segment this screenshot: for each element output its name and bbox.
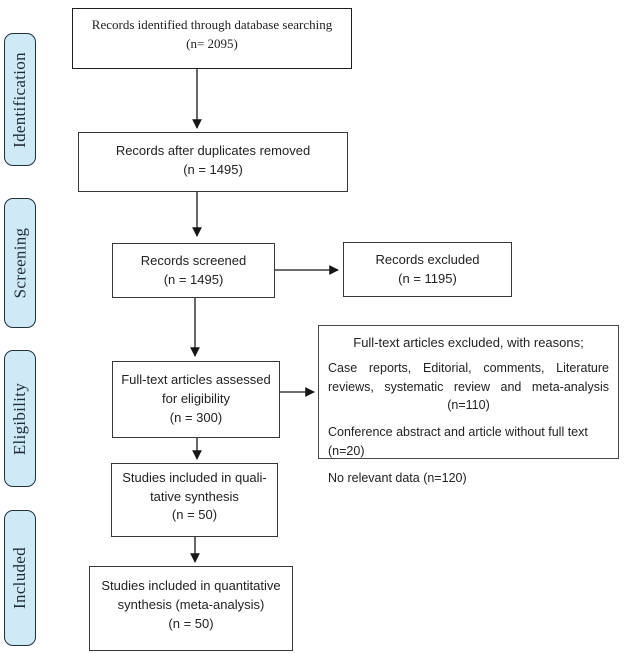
- box-fulltext-assessed: Full-text articles assessed for eligibil…: [112, 361, 280, 438]
- box-records-identified-text: Records identified through database sear…: [91, 17, 333, 32]
- stage-label-included: Included: [10, 547, 29, 609]
- box-qualitative-synthesis: Studies included in quali- tative synthe…: [111, 463, 278, 537]
- exclusion-reason-3: No relevant data (n=120): [328, 470, 467, 485]
- box-fulltext-assessed-line1: Full-text articles assessed: [121, 372, 271, 388]
- stage-tab-eligibility: Eligibility: [4, 350, 36, 487]
- box-records-identified: Records identified through database sear…: [72, 8, 352, 69]
- stage-tab-identification: Identification: [4, 33, 36, 166]
- box-records-screened-text: Records screened: [140, 252, 247, 268]
- box-records-excluded-n: (n = 1195): [398, 270, 457, 286]
- stage-label-screening: Screening: [10, 227, 29, 299]
- box-records-screened-n: (n = 1495): [163, 271, 224, 287]
- box-qualitative-n: (n = 50): [171, 507, 218, 523]
- box-records-excluded-text: Records excluded: [375, 251, 480, 267]
- stage-label-identification: Identification: [10, 51, 29, 148]
- box-fulltext-assessed-line2: for eligibility: [162, 391, 230, 407]
- box-quantitative-line2: synthesis (meta-analysis): [117, 596, 265, 612]
- box-records-screened: Records screened (n = 1495): [112, 243, 275, 298]
- stage-tab-screening: Screening: [4, 198, 36, 328]
- box-fulltext-assessed-n: (n = 300): [169, 409, 223, 425]
- stage-label-eligibility: Eligibility: [10, 382, 29, 455]
- stage-tab-included: Included: [4, 510, 36, 646]
- exclusion-reason-2: Conference abstract and article without …: [328, 425, 588, 458]
- box-qualitative-line1: Studies included in quali-: [122, 469, 267, 485]
- box-qualitative-line2: tative synthesis: [150, 488, 239, 504]
- box-fulltext-excluded-reasons: Full-text articles excluded, with reason…: [318, 325, 619, 485]
- box-duplicates-removed: Records after duplicates removed (n = 14…: [78, 132, 348, 192]
- exclusion-reason-1: Case reports, Editorial, comments, Liter…: [328, 360, 609, 413]
- box-duplicates-removed-n: (n = 1495): [183, 162, 243, 177]
- box-quantitative-n: (n = 50): [168, 615, 214, 631]
- box-quantitative-line1: Studies included in quantitative: [101, 578, 281, 593]
- box-records-identified-n: (n= 2095): [186, 35, 238, 51]
- fulltext-excluded-title: Full-text articles excluded, with reason…: [353, 335, 584, 350]
- box-quantitative-synthesis: Studies included in quantitative synthes…: [89, 566, 293, 651]
- box-records-excluded: Records excluded (n = 1195): [343, 242, 512, 297]
- box-duplicates-removed-text: Records after duplicates removed: [115, 143, 311, 159]
